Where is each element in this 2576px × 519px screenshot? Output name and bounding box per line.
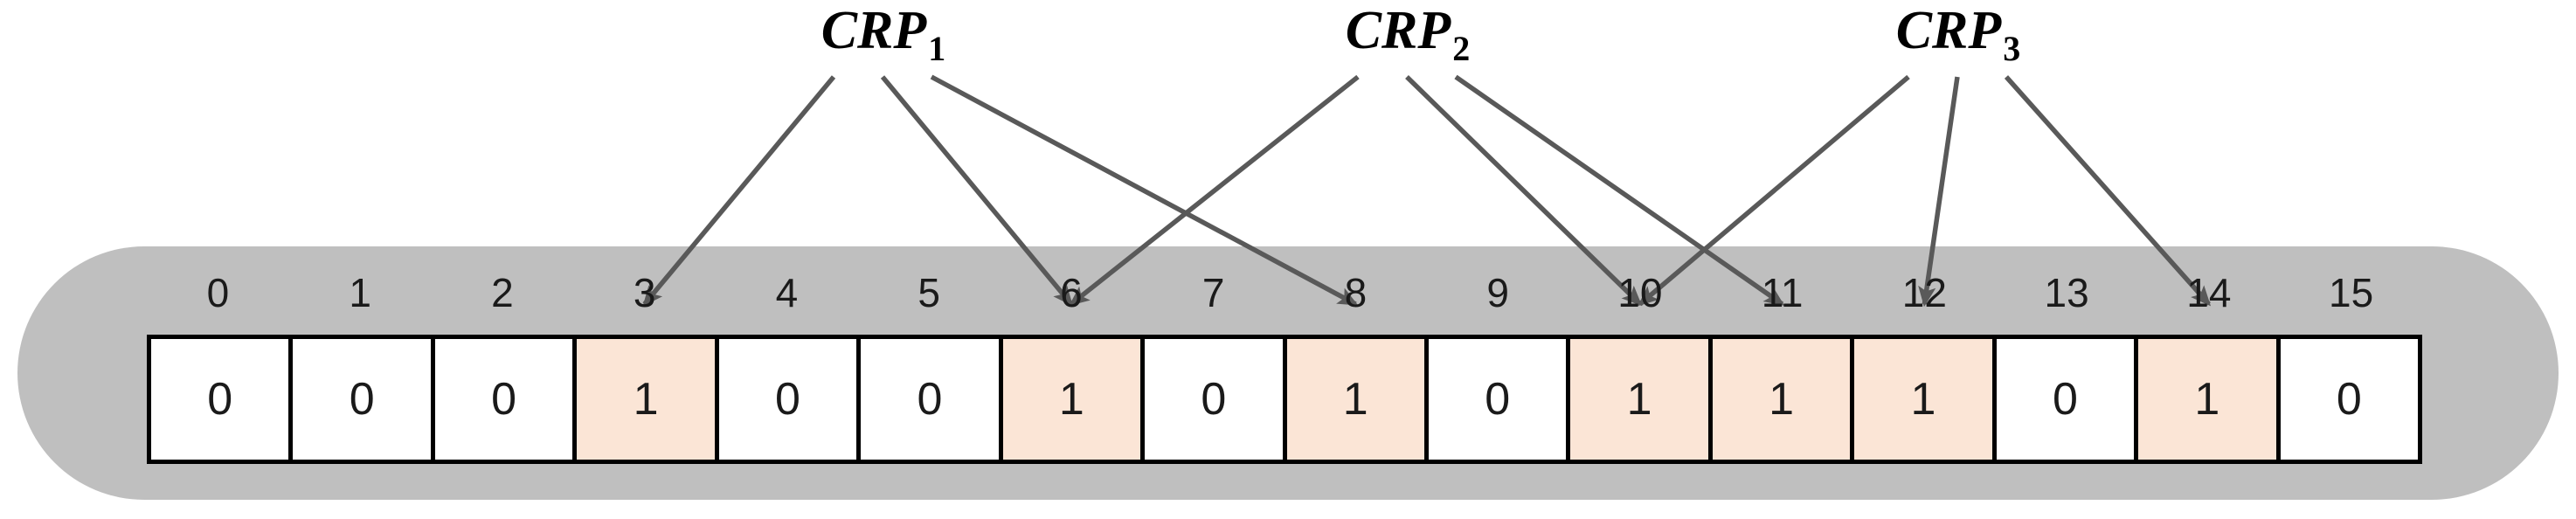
array-index-8: 8 [1344, 270, 1368, 315]
bit-cell-3[interactable]: 1 [572, 335, 715, 464]
crp-label-1: CRP1 [821, 1, 946, 66]
array-index-3: 3 [633, 270, 656, 315]
array-index-9: 9 [1486, 270, 1509, 315]
bit-cell-4[interactable]: 0 [714, 335, 857, 464]
array-index-13: 13 [2044, 270, 2089, 315]
bit-cell-10[interactable]: 1 [1566, 335, 1708, 464]
bit-cell-6[interactable]: 1 [998, 335, 1141, 464]
crp-label-2-base: CRP [1345, 1, 1451, 60]
bit-cell-1[interactable]: 0 [288, 335, 431, 464]
bit-cell-2[interactable]: 0 [430, 335, 573, 464]
array-index-11: 11 [1761, 270, 1804, 315]
crp-label-1-subscript: 1 [928, 29, 946, 68]
array-index-0: 0 [206, 270, 230, 315]
array-index-7: 7 [1201, 270, 1225, 315]
crp-label-3: CRP3 [1895, 1, 2021, 66]
array-index-10: 10 [1617, 270, 1663, 315]
array-index-1: 1 [349, 270, 371, 315]
array-index-14: 14 [2186, 270, 2232, 315]
bit-cell-7[interactable]: 0 [1140, 335, 1283, 464]
array-index-6: 6 [1060, 270, 1083, 315]
bit-cell-13[interactable]: 0 [1991, 335, 2135, 464]
array-index-2: 2 [491, 270, 514, 315]
bit-cell-15[interactable]: 0 [2275, 335, 2422, 464]
array-index-4: 4 [775, 270, 799, 315]
bit-cell-14[interactable]: 1 [2134, 335, 2276, 464]
array-index-5: 5 [918, 270, 940, 315]
crp-label-3-subscript: 3 [2003, 29, 2021, 68]
bit-cell-5[interactable]: 0 [856, 335, 999, 464]
crp-label-1-base: CRP [821, 1, 927, 60]
crp-label-3-base: CRP [1895, 1, 2002, 60]
crp-label-2-subscript: 2 [1452, 29, 1471, 68]
bit-cell-11[interactable]: 1 [1707, 335, 1851, 464]
array-index-15: 15 [2329, 270, 2374, 315]
bit-cell-12[interactable]: 1 [1850, 335, 1992, 464]
bit-cell-9[interactable]: 0 [1423, 335, 1567, 464]
bit-cell-0[interactable]: 0 [147, 335, 289, 464]
crp-label-2: CRP2 [1345, 1, 1471, 66]
array-index-12: 12 [1901, 270, 1947, 315]
bit-cell-8[interactable]: 1 [1282, 335, 1424, 464]
